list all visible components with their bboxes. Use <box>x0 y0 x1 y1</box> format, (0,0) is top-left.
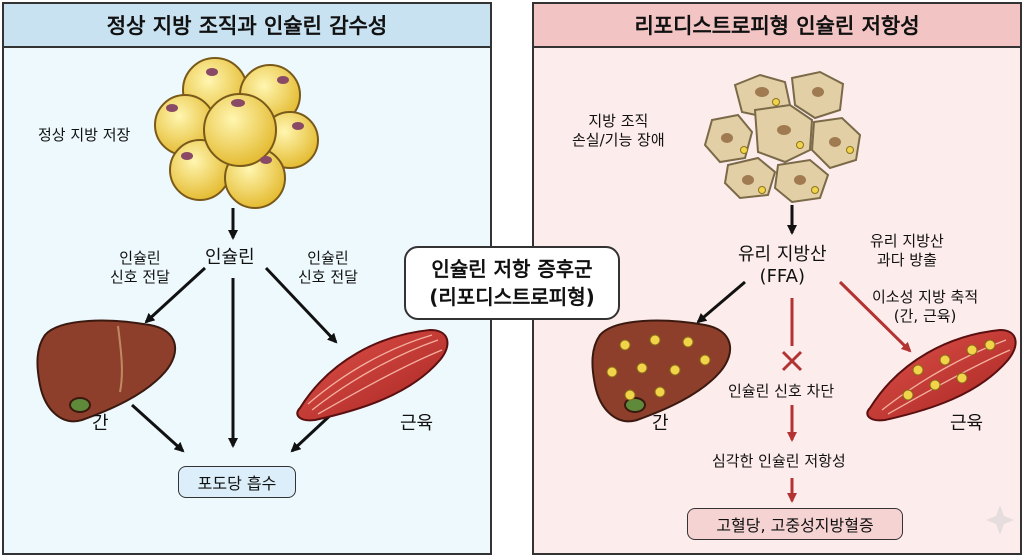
insulin-to-muscle-arrow <box>264 266 338 344</box>
fatty-muscle-icon <box>866 328 1017 422</box>
normal-storage-label: 정상 지방 저장 <box>38 126 131 144</box>
hyperglycemia-box: 고혈당, 고중성지방혈증 <box>687 508 903 540</box>
signal-block-x-icon <box>781 350 803 372</box>
syndrome-subtitle: (리포디스트로피형) <box>429 285 595 309</box>
liver-to-glucose-arrow <box>130 403 185 453</box>
glucose-uptake-box: 포도당 흡수 <box>178 466 296 498</box>
lipodystrophy-panel-title: 리포디스트로피형 인슐린 저항성 <box>534 4 1020 48</box>
sparkle-icon <box>986 505 1014 535</box>
fatty-liver-icon <box>591 319 731 423</box>
normal-panel-title: 정상 지방 조직과 인슐린 감수성 <box>4 4 490 48</box>
healthy-liver-icon <box>36 319 176 423</box>
liver-label: 간 <box>92 413 109 434</box>
healthy-muscle-icon <box>296 328 449 422</box>
insulin-to-liver-arrow <box>144 266 207 324</box>
muscle-label: 근육 <box>400 413 434 434</box>
fatty-liver-label: 간 <box>652 413 669 434</box>
ffa-to-liver-arrow <box>696 280 746 324</box>
fatty-muscle-label: 근육 <box>950 413 984 434</box>
ffa-to-muscle-arrow <box>838 280 912 353</box>
ffa-label: 유리 지방산(FFA) <box>738 244 827 287</box>
severe-resistance-label: 심각한 인슐린 저항성 <box>712 452 846 470</box>
insulin-label: 인슐린 <box>205 247 255 268</box>
syndrome-title: 인슐린 저항 증후군 <box>431 257 593 281</box>
damaged-fat-cells-icon <box>703 70 862 204</box>
ectopic-fat-label: 이소성 지방 축적(간, 근육) <box>872 288 979 325</box>
syndrome-title-box: 인슐린 저항 증후군 (리포디스트로피형) <box>404 246 620 320</box>
signal-block-label: 인슐린 신호 차단 <box>728 382 835 400</box>
healthy-fat-cells-icon <box>154 57 319 209</box>
